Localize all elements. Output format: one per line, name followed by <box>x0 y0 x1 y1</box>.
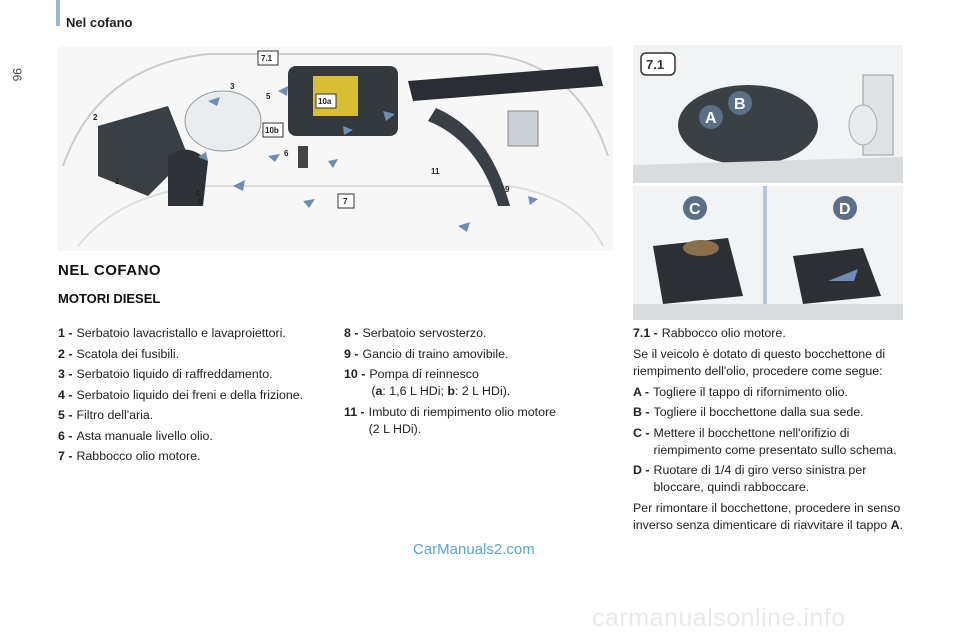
dipstick <box>298 146 308 168</box>
legend-item: 5 -Filtro dell'aria. <box>58 408 154 422</box>
header-bar <box>56 0 60 26</box>
label-10b: 10b <box>265 126 279 135</box>
legend-item: 11 - Imbuto di riempimento olio motore(2… <box>344 404 556 436</box>
procedure-column: 7.1 -Rabbocco olio motore. Se il veicolo… <box>633 325 908 538</box>
procedure-step: A -Togliere il tappo di rifornimento oli… <box>633 384 848 399</box>
watermark-footer: carmanualsonline.info <box>592 604 846 632</box>
page-header: Nel cofano <box>66 15 133 30</box>
callout-boxes: 7.1 10a 10b 7 <box>257 50 355 209</box>
label-5: 5 <box>266 92 271 101</box>
legend-item: 6 -Asta manuale livello olio. <box>58 428 213 443</box>
brake-fluid-reservoir <box>168 149 208 206</box>
label-3: 3 <box>230 82 235 91</box>
label-7: 7 <box>343 197 348 206</box>
filler-detail-figure-bottom: C D <box>633 186 903 320</box>
section-title: NEL COFANO <box>58 262 162 279</box>
number-labels: 3 5 6 2 1 4 8 11 9 <box>93 82 510 206</box>
detail-label-a: A <box>705 110 717 127</box>
legend-item: 7.1 -Rabbocco olio motore. <box>633 326 786 340</box>
procedure-intro: Se il veicolo è dotato di questo bocchet… <box>633 346 886 378</box>
arrow-markers <box>198 86 538 232</box>
label-2: 2 <box>93 113 98 122</box>
engine-part <box>507 110 539 147</box>
detail-label-7-1: 7.1 <box>646 57 664 72</box>
legend-item: 2 -Scatola dei fusibili. <box>58 346 180 361</box>
section-subtitle: MOTORI DIESEL <box>58 291 161 306</box>
filler-detail-figure-top: 7.1 A B <box>633 45 903 183</box>
legend-item: 4 -Serbatoio liquido dei freni e della f… <box>58 387 304 402</box>
legend-item: 3 -Serbatoio liquido di raffreddamento. <box>58 367 273 381</box>
label-10a: 10a <box>318 97 332 106</box>
legend-item: 8 -Serbatoio servosterzo. <box>344 326 487 340</box>
washer-reservoir <box>98 106 188 196</box>
detail-label-d: D <box>839 201 851 218</box>
oil-funnel-pipe <box>428 108 510 206</box>
detail-label-b: B <box>734 96 746 113</box>
coolant-tank <box>184 90 262 152</box>
watermark-link[interactable]: CarManuals2.com <box>413 541 535 558</box>
procedure-step: C -Mettere il bocchettone nell'orifizio … <box>633 425 897 457</box>
label-4: 4 <box>195 189 200 198</box>
legend-item: 7 -Rabbocco olio motore. <box>58 449 201 463</box>
label-7-1: 7.1 <box>261 54 273 63</box>
intake-hose <box>408 66 603 101</box>
legend-column-2: 8 -Serbatoio servosterzo. 9 -Gancio di t… <box>344 325 594 441</box>
label-11: 11 <box>431 167 440 176</box>
legend-item: 10 - Pompa di reinnesco (a: 1,6 L HDi; b… <box>344 367 511 398</box>
engine-bay-figure: 7.1 10a 10b 7 3 5 6 2 1 4 8 11 9 <box>58 46 613 251</box>
procedure-step: B -Togliere il bocchettone dalla sua sed… <box>633 405 864 419</box>
legend-item: 1 -Serbatoio lavacristallo e lavaproiett… <box>58 326 286 340</box>
label-9: 9 <box>505 185 510 194</box>
detail-label-c: C <box>689 201 701 218</box>
label-6: 6 <box>284 149 289 158</box>
legend-item: 9 -Gancio di traino amovibile. <box>344 346 509 361</box>
page-number: 96 <box>10 68 24 82</box>
procedure-outro: Per rimontare il bocchettone, procedere … <box>633 500 903 532</box>
label-8: 8 <box>198 197 203 206</box>
label-1: 1 <box>115 177 120 186</box>
legend-column-1: 1 -Serbatoio lavacristallo e lavaproiett… <box>58 325 338 469</box>
procedure-step: D -Ruotare di 1/4 di giro verso sinistra… <box>633 463 867 494</box>
